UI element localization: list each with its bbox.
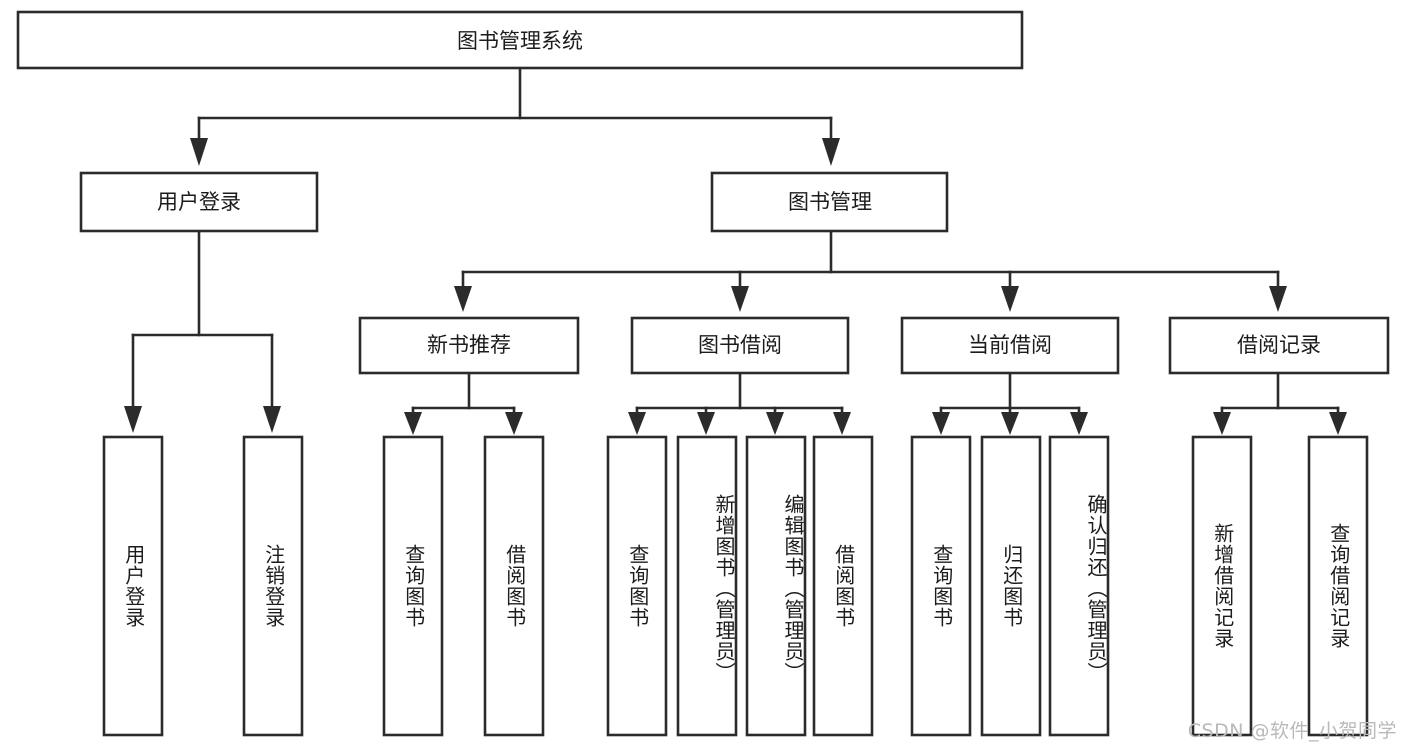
arrow-head-currentborrow: [1001, 286, 1019, 312]
leaf-newbook-query-book-label: 查询图书: [401, 544, 426, 628]
leaf-confirm-return-admin[interactable]: 确认归还（管理员）: [1048, 435, 1110, 737]
leaf-logout-box[interactable]: [242, 435, 304, 737]
leaf-newbook-query-book[interactable]: 查询图书: [382, 435, 444, 737]
arrow-head-bookborrow-leaf2: [697, 412, 715, 435]
connector-borrowrecord-to-leaves: [1213, 371, 1347, 435]
arrow-head-userlogin-leaf2: [263, 406, 281, 433]
connector-userlogin-to-leaves: [124, 229, 281, 433]
leaf-bookborrow-borrow-book-box[interactable]: [812, 435, 874, 737]
leaf-edit-book-admin[interactable]: 编辑图书（管理员）: [745, 435, 807, 737]
leaf-bookborrow-query-book[interactable]: 查询图书: [606, 435, 668, 737]
connector-bookmgmt-to-level3: [454, 229, 1287, 312]
arrow-head-newbook-leaf1: [404, 412, 422, 435]
leaf-add-book-admin[interactable]: 新增图书（管理员）: [676, 435, 738, 737]
leaf-query-borrow-record[interactable]: 查询借阅记录: [1307, 435, 1369, 737]
arrow-head-user-login: [190, 138, 208, 166]
leaf-edit-book-admin-label: 编辑图书（管理员）: [781, 493, 805, 683]
leaf-add-borrow-record[interactable]: 新增借阅记录: [1191, 435, 1253, 737]
leaf-query-borrow-record-box[interactable]: [1307, 435, 1369, 737]
leaf-confirm-return-admin-box[interactable]: [1048, 435, 1110, 737]
node-system-root[interactable]: 图书管理系统: [16, 10, 1024, 70]
node-borrow-record-box[interactable]: [1168, 316, 1390, 375]
leaf-newbook-borrow-book-box[interactable]: [483, 435, 545, 737]
arrow-head-currentborrow-leaf2: [1001, 412, 1019, 435]
leaf-return-book-label: 归还图书: [999, 544, 1024, 628]
node-user-login-box[interactable]: [79, 171, 319, 233]
leaf-currentborrow-query-book[interactable]: 查询图书: [910, 435, 972, 737]
node-new-book-recommend-box[interactable]: [358, 316, 580, 375]
leaf-bookborrow-query-book-label: 查询图书: [625, 544, 650, 628]
node-user-login[interactable]: 用户登录: [79, 171, 319, 233]
leaf-logout[interactable]: 注销登录: [242, 435, 304, 737]
leaf-return-book[interactable]: 归还图书: [980, 435, 1042, 737]
arrow-head-userlogin-leaf1: [124, 406, 142, 433]
arrow-head-bookborrow-leaf4: [833, 412, 851, 435]
node-borrow-record-label: 借阅记录: [1237, 333, 1321, 357]
node-new-book-recommend-label: 新书推荐: [427, 333, 511, 357]
node-system-root-label: 图书管理系统: [457, 29, 583, 53]
node-borrow-record[interactable]: 借阅记录: [1168, 316, 1390, 375]
leaf-currentborrow-query-book-box[interactable]: [910, 435, 972, 737]
leaf-query-borrow-record-label: 查询借阅记录: [1326, 523, 1351, 649]
leaf-newbook-borrow-book-label: 借阅图书: [502, 544, 527, 628]
node-book-borrow-label: 图书借阅: [698, 333, 782, 357]
leaf-user-login[interactable]: 用户登录: [102, 435, 164, 737]
arrow-head-bookborrow-leaf1: [628, 412, 646, 435]
leaf-bookborrow-query-book-box[interactable]: [606, 435, 668, 737]
arrow-head-currentborrow-leaf3: [1070, 412, 1088, 435]
node-book-borrow-box[interactable]: [630, 316, 850, 375]
connector-currentborrow-to-leaves: [932, 371, 1088, 435]
connector-newbook-to-leaves: [404, 371, 523, 435]
node-book-management-label: 图书管理: [788, 190, 872, 214]
leaf-return-book-box[interactable]: [980, 435, 1042, 737]
leaf-newbook-query-book-box[interactable]: [382, 435, 444, 737]
leaf-add-book-admin-box[interactable]: [676, 435, 738, 737]
arrow-head-newbook: [454, 286, 472, 312]
node-current-borrow[interactable]: 当前借阅: [900, 316, 1120, 375]
leaf-add-book-admin-label: 新增图书（管理员）: [712, 493, 736, 683]
leaf-user-login-label: 用户登录: [121, 544, 146, 628]
node-book-management[interactable]: 图书管理: [710, 171, 949, 233]
leaf-confirm-return-admin-label: 确认归还（管理员）: [1084, 493, 1108, 683]
node-current-borrow-box[interactable]: [900, 316, 1120, 375]
node-user-login-label: 用户登录: [157, 190, 241, 214]
arrow-head-newbook-leaf2: [505, 412, 523, 435]
leaf-bookborrow-borrow-book[interactable]: 借阅图书: [812, 435, 874, 737]
arrow-head-borrowrecord-leaf1: [1213, 412, 1231, 435]
leaf-newbook-borrow-book[interactable]: 借阅图书: [483, 435, 545, 737]
connector-root-to-level2: [190, 66, 840, 166]
leaf-edit-book-admin-box[interactable]: [745, 435, 807, 737]
leaf-bookborrow-borrow-book-label: 借阅图书: [831, 544, 856, 628]
leaf-user-login-box[interactable]: [102, 435, 164, 737]
node-book-management-box[interactable]: [710, 171, 949, 233]
node-system-root-box[interactable]: [16, 10, 1024, 70]
node-new-book-recommend[interactable]: 新书推荐: [358, 316, 580, 375]
leaf-add-borrow-record-box[interactable]: [1191, 435, 1253, 737]
connector-bookborrow-to-leaves: [628, 371, 851, 435]
arrow-head-book-mgmt: [822, 138, 840, 166]
leaf-add-borrow-record-label: 新增借阅记录: [1210, 523, 1235, 649]
arrow-head-bookborrow: [731, 286, 749, 312]
node-book-borrow[interactable]: 图书借阅: [630, 316, 850, 375]
arrow-head-borrowrecord: [1269, 286, 1287, 312]
arrow-head-bookborrow-leaf3: [766, 412, 784, 435]
arrow-head-currentborrow-leaf1: [932, 412, 950, 435]
leaf-logout-label: 注销登录: [261, 544, 286, 628]
node-current-borrow-label: 当前借阅: [968, 333, 1052, 357]
arrow-head-borrowrecord-leaf2: [1329, 412, 1347, 435]
leaf-currentborrow-query-book-label: 查询图书: [929, 544, 954, 628]
